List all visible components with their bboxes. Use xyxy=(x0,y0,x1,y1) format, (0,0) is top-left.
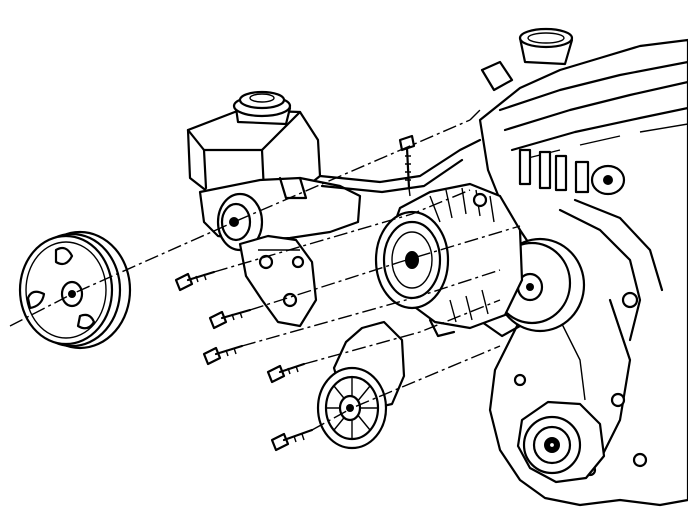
engine-block xyxy=(478,27,688,507)
bolt-5 xyxy=(270,428,314,452)
water-pump xyxy=(516,400,606,484)
bolt-4 xyxy=(266,362,306,384)
belt-tensioner xyxy=(316,320,406,450)
bolt-1 xyxy=(174,270,216,292)
power-steering-pulley xyxy=(18,230,132,350)
bolts xyxy=(174,134,416,452)
bolt-3 xyxy=(202,344,244,366)
center-lines xyxy=(9,109,521,431)
reservoir-cap xyxy=(232,90,292,126)
power-steering-pump xyxy=(186,108,482,252)
pump-bracket xyxy=(238,234,318,328)
bolt-2 xyxy=(208,308,252,330)
bolt-top xyxy=(398,134,416,190)
generator xyxy=(374,182,524,338)
